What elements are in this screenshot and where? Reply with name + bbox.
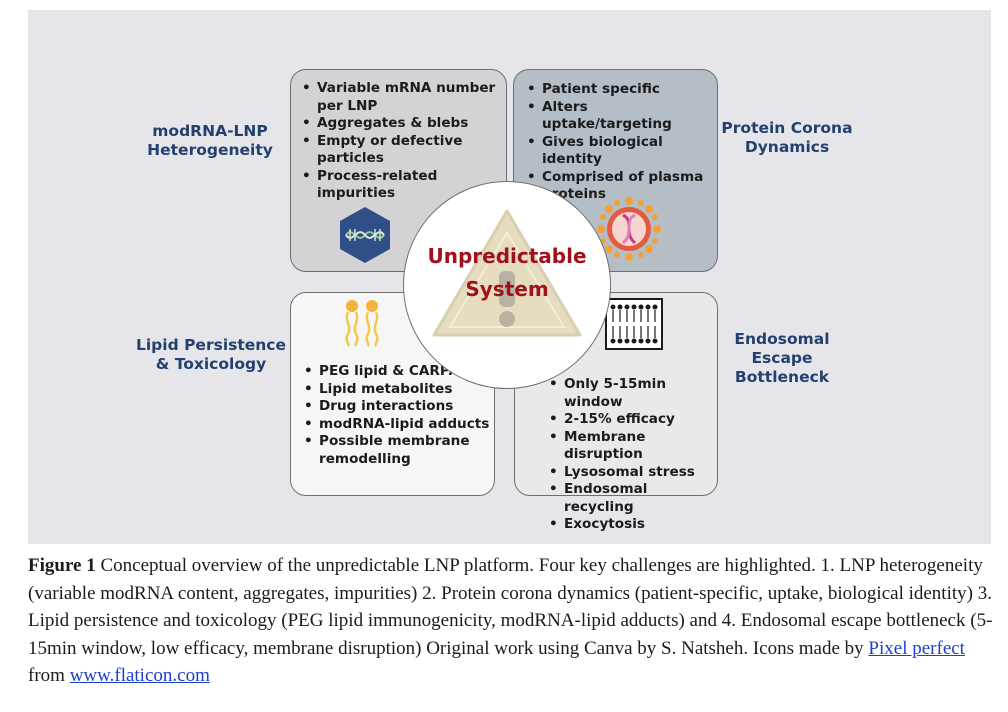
bullet-item: Aggregates & blebs — [295, 115, 505, 133]
label-lipid-persistence: Lipid Persistence & Toxicology — [126, 336, 296, 374]
mrna-hexagon-icon — [340, 207, 390, 263]
label-line: & Toxicology — [155, 355, 267, 373]
bullet-item: Alters uptake/targeting — [520, 99, 716, 134]
bullet-item: Patient specific — [520, 81, 716, 99]
bullet-item: Gives biological identity — [520, 134, 716, 169]
bullet-item: 2-15% efficacy — [542, 411, 717, 429]
bullet-item: PEG lipid & CARPA — [297, 363, 493, 381]
label-endosomal-escape: Endosomal Escape Bottleneck — [718, 330, 846, 387]
figure-caption: Figure 1 Conceptual overview of the unpr… — [28, 552, 996, 690]
bullet-item: Lysosomal stress — [542, 464, 717, 482]
label-line: Protein Corona — [721, 119, 853, 137]
lipid-bilayer-icon — [605, 298, 663, 350]
flaticon-link[interactable]: www.flaticon.com — [69, 665, 210, 686]
label-line: Endosomal — [734, 330, 830, 348]
warning-triangle-icon — [432, 209, 582, 337]
bullet-item: Exocytosis — [542, 516, 717, 534]
caption-from: from — [28, 665, 70, 686]
label-heterogeneity: modRNA-LNP Heterogeneity — [130, 122, 290, 160]
bullet-item: Lipid metabolites — [297, 381, 493, 399]
label-line: Bottleneck — [734, 368, 830, 386]
label-line: Escape — [751, 349, 813, 367]
center-title-line1: Unpredictable — [427, 244, 587, 268]
label-line: Heterogeneity — [147, 141, 273, 159]
bullet-item: Endosomal recycling — [542, 481, 717, 516]
protein-corona-bullets: Patient specific Alters uptake/targeting… — [520, 81, 716, 204]
pixel-perfect-link[interactable]: Pixel perfect — [868, 637, 965, 659]
bullet-item: Possible membrane remodelling — [297, 433, 493, 468]
label-protein-corona: Protein Corona Dynamics — [718, 119, 856, 157]
bullet-item: Drug interactions — [297, 398, 493, 416]
label-line: Lipid Persistence — [135, 336, 287, 354]
quadrant-heterogeneity: Variable mRNA number per LNP Aggregates … — [290, 69, 507, 272]
lipid-molecules-icon — [345, 300, 379, 347]
lipid-persistence-bullets: PEG lipid & CARPA Lipid metabolites Drug… — [297, 363, 493, 468]
label-line: Dynamics — [744, 138, 830, 156]
center-title-line2: System — [465, 277, 549, 301]
label-line: modRNA-LNP — [152, 122, 268, 140]
heterogeneity-bullets: Variable mRNA number per LNP Aggregates … — [295, 80, 505, 203]
bullet-item: Only 5-15min window — [542, 376, 717, 411]
bullet-item: Process-related impurities — [295, 168, 505, 203]
caption-text: Conceptual overview of the unpredictable… — [28, 555, 993, 659]
endosomal-escape-bullets: Only 5-15min window 2-15% efficacy Membr… — [542, 376, 717, 534]
bullet-item: Variable mRNA number per LNP — [295, 80, 505, 115]
bullet-item: Empty or defective particles — [295, 133, 505, 168]
quadrant-lipid-persistence: PEG lipid & CARPA Lipid metabolites Drug… — [290, 292, 495, 496]
bullet-item: Membrane disruption — [542, 429, 717, 464]
caption-label: Figure 1 — [28, 555, 96, 576]
corona-particle-icon — [597, 197, 661, 261]
bullet-item: modRNA-lipid adducts — [297, 416, 493, 434]
